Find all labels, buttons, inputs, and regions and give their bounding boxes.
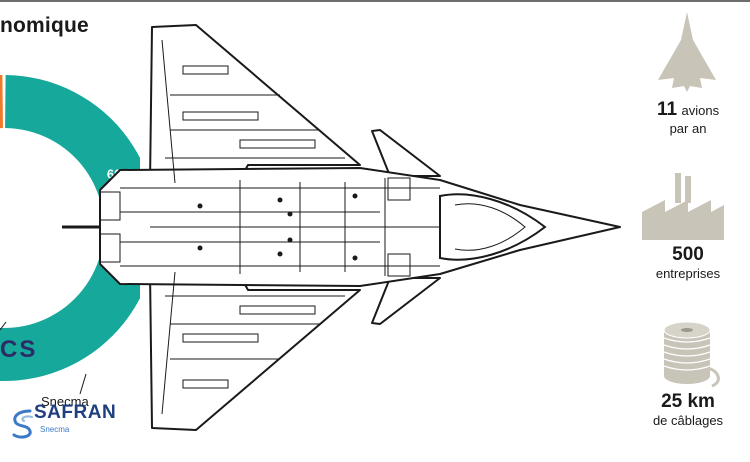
canopy-frame <box>454 203 526 251</box>
engine-nozzle-upper <box>99 191 121 221</box>
pylon <box>182 65 229 75</box>
lower-canard <box>371 277 441 325</box>
donut-slice <box>0 75 140 381</box>
stat-number: 500 <box>672 244 704 265</box>
safran-wordmark: SAFRAN <box>34 402 117 423</box>
page-title: nomique <box>0 14 89 37</box>
pylon <box>182 333 259 343</box>
thales-leader-line <box>0 321 7 331</box>
factory-icon <box>642 173 724 240</box>
stat-label-line2: par an <box>669 121 707 136</box>
safran-logo-icon <box>12 409 33 439</box>
stat-companies: 500 entreprises <box>628 244 748 281</box>
snecma-label: Snecma <box>41 394 89 409</box>
top-rule <box>0 0 750 2</box>
cable-spool-icon <box>663 321 720 388</box>
engine-nozzle-lower <box>99 233 121 263</box>
safran-subtext: Snecma <box>40 425 70 434</box>
upper-canard <box>371 129 441 177</box>
stat-cables: 25 km de câblages <box>628 391 748 428</box>
plane-silhouette-icon <box>658 12 716 92</box>
pylon <box>239 139 316 149</box>
stat-label: entreprises <box>655 266 721 281</box>
pylon <box>182 379 229 389</box>
snecma-leader-line <box>79 373 87 395</box>
pylon <box>182 111 259 121</box>
stat-label: de câblages <box>652 413 724 428</box>
pylon <box>239 305 316 315</box>
stat-aircraft: 11 avions par an <box>628 99 748 136</box>
stat-number: 25 km <box>661 391 715 412</box>
stat-number: 11 <box>656 99 678 120</box>
stat-label: avions <box>681 103 720 118</box>
thales-logo-fragment: CS <box>0 336 38 363</box>
cockpit-canopy <box>439 193 547 261</box>
donut-slice <box>0 75 3 129</box>
